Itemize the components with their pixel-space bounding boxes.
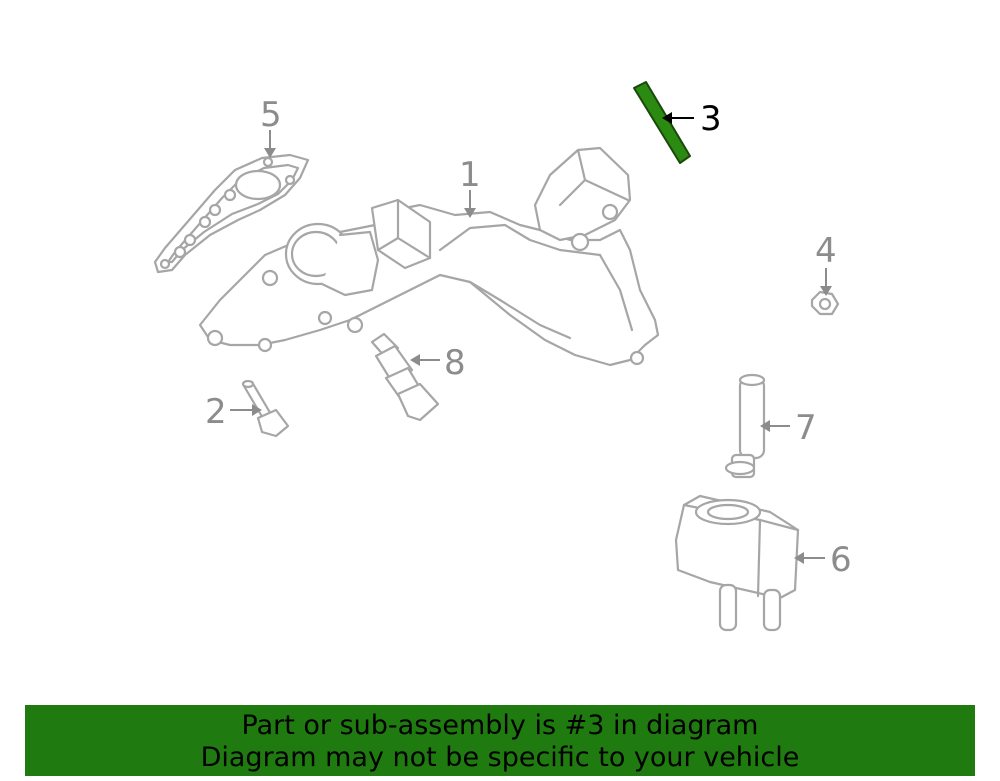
parts-diagram: 1 2 3 4 5 6 7 8 [153, 81, 852, 632]
part-7-tube[interactable] [724, 373, 766, 479]
part-2-bolt[interactable] [241, 379, 290, 438]
callout-2[interactable]: 2 [205, 392, 227, 432]
banner-line-1: Part or sub-assembly is #3 in diagram [241, 710, 759, 741]
arrow-8 [410, 354, 420, 366]
callout-1[interactable]: 1 [459, 155, 481, 195]
callout-6[interactable]: 6 [830, 540, 852, 580]
arrow-1 [464, 208, 476, 218]
callout-3[interactable]: 3 [700, 99, 722, 139]
part-4-nut[interactable] [810, 290, 840, 316]
arrow-2 [252, 404, 262, 416]
callout-7[interactable]: 7 [795, 408, 817, 448]
arrow-3 [662, 112, 672, 124]
arrow-6 [794, 552, 804, 564]
info-banner: Part or sub-assembly is #3 in diagram Di… [25, 705, 975, 776]
part-3-stud[interactable] [633, 81, 691, 164]
arrow-4 [820, 286, 832, 296]
banner-line-2: Diagram may not be specific to your vehi… [200, 742, 800, 773]
callout-8[interactable]: 8 [444, 343, 466, 383]
arrow-5 [264, 148, 276, 158]
part-1-housing[interactable] [198, 146, 660, 367]
callout-5[interactable]: 5 [260, 95, 282, 135]
arrow-7 [760, 420, 770, 432]
part-6-oil-cooler[interactable] [674, 494, 800, 632]
callout-4[interactable]: 4 [815, 231, 837, 271]
part-5-gasket[interactable] [153, 153, 310, 274]
part-8-sensor[interactable] [370, 332, 440, 422]
